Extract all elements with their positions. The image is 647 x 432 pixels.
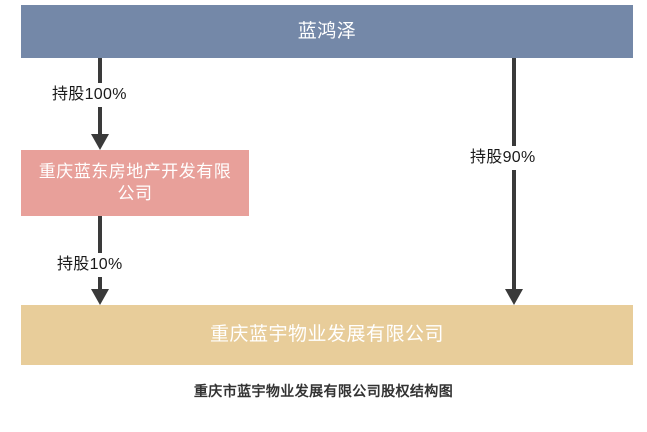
connector-line-owner-to-target xyxy=(512,58,516,290)
node-target-company-label: 重庆蓝宇物业发展有限公司 xyxy=(209,324,444,346)
node-owner: 蓝鸿泽 xyxy=(21,5,633,58)
edge-label-owner-to-subsidiary: 持股100% xyxy=(47,83,132,107)
arrow-head-subsidiary-to-target xyxy=(91,289,109,305)
node-target-company: 重庆蓝宇物业发展有限公司 xyxy=(21,305,633,365)
arrow-head-owner-to-subsidiary xyxy=(91,134,109,150)
chart-caption: 重庆市蓝宇物业发展有限公司股权结构图 xyxy=(193,383,454,399)
node-subsidiary: 重庆蓝东房地产开发有限公司 xyxy=(21,150,249,216)
arrow-head-owner-to-target xyxy=(505,289,523,305)
edge-label-subsidiary-to-target: 持股10% xyxy=(52,253,128,277)
node-subsidiary-label: 重庆蓝东房地产开发有限公司 xyxy=(38,161,232,203)
edge-label-owner-to-target: 持股90% xyxy=(465,146,541,170)
node-owner-label: 蓝鸿泽 xyxy=(297,20,357,42)
